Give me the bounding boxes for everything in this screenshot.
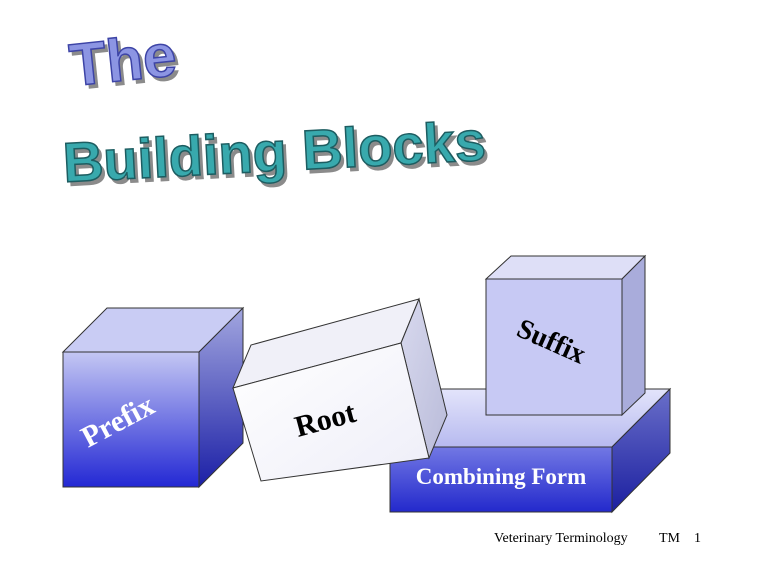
title-line-1-text: The — [66, 21, 179, 99]
suffix-block-front — [485, 278, 623, 416]
title-line-2-text: Building Blocks — [61, 109, 487, 194]
title-line-1: The The — [66, 20, 184, 103]
combining-form-label: Combining Form — [416, 464, 587, 489]
suffix-block: Suffix — [484, 254, 647, 417]
footer-course-name: Veterinary Terminology — [494, 531, 628, 546]
root-block: Root — [232, 297, 448, 482]
title-line-1-shadow: The — [70, 25, 183, 103]
suffix-block-top — [484, 255, 647, 280]
prefix-block-front — [62, 351, 200, 488]
footer-trademark: TM — [659, 531, 680, 546]
suffix-block-side — [621, 254, 646, 417]
prefix-block: Prefix — [61, 306, 245, 489]
footer-page-number: 1 — [694, 531, 701, 546]
root-block-front — [232, 342, 430, 482]
title-line-2: Building Blocks Building Blocks — [61, 108, 491, 198]
